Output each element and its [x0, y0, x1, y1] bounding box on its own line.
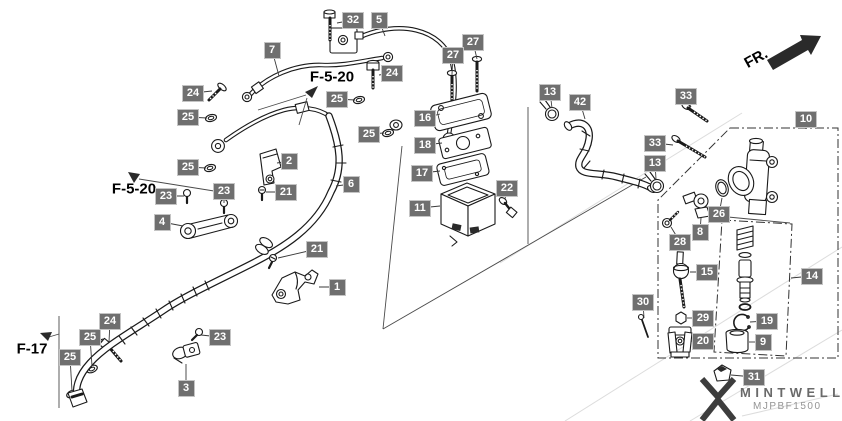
screw-22-drawing	[498, 197, 518, 219]
joint-block-drawing	[329, 27, 364, 54]
callout-25: 25	[79, 328, 101, 346]
callout-8: 8	[691, 223, 709, 241]
brand-watermark-text: MINTWELL	[740, 385, 842, 400]
callout-14: 14	[801, 267, 823, 285]
callout-24: 24	[381, 64, 403, 82]
callout-25: 25	[326, 90, 348, 108]
callout-18: 18	[414, 136, 436, 154]
callout-27: 27	[442, 46, 464, 64]
oil-bolt-24-top	[366, 59, 380, 90]
figure-ref-0-f-5-20: F-5-20	[309, 68, 355, 86]
callout-2: 2	[280, 152, 298, 170]
nut-29-drawing	[675, 311, 687, 325]
callout-13: 13	[644, 154, 666, 172]
screw-21-lower	[267, 253, 278, 270]
callout-32: 32	[342, 11, 364, 29]
oil-bolt-24-left	[207, 82, 227, 102]
callout-24: 24	[182, 84, 204, 102]
fr-direction-arrow	[767, 35, 821, 70]
joint-part-2-drawing	[259, 148, 282, 186]
callout-27: 27	[462, 33, 484, 51]
callout-17: 17	[411, 164, 433, 182]
bolt-32-drawing	[323, 9, 336, 42]
callout-15: 15	[696, 263, 718, 281]
assembly-box-10	[657, 127, 839, 359]
callout-11: 11	[409, 199, 431, 217]
circlip-19-drawing	[733, 313, 751, 332]
callout-5: 5	[370, 11, 388, 29]
callout-21: 21	[306, 240, 328, 258]
boot-9-drawing	[725, 328, 749, 354]
diaphragm-17-drawing	[436, 153, 490, 186]
watermark-lines	[499, 112, 842, 421]
figure-ref-2-f-17: F-17	[16, 340, 48, 358]
master-cylinder-10-drawing	[727, 137, 779, 216]
callout-10: 10	[795, 110, 817, 128]
reservoir-body-11-drawing	[440, 182, 496, 247]
reservoir-cap-16-drawing	[430, 92, 492, 132]
hose-clamps-13-drawing	[539, 99, 665, 194]
main-brake-hose-6-drawing	[67, 101, 347, 408]
callout-42: 42	[569, 93, 591, 111]
callout-25: 25	[177, 108, 199, 126]
callout-30: 30	[632, 293, 654, 311]
callout-21: 21	[275, 183, 297, 201]
clip-31-drawing	[713, 364, 732, 382]
cotter-pin-30-drawing	[637, 313, 649, 338]
screws-23	[182, 188, 229, 342]
callout-31: 31	[743, 368, 765, 386]
spring-drawing	[736, 225, 754, 258]
callout-3: 3	[177, 379, 195, 397]
bolt-28-drawing	[661, 210, 680, 229]
bolts-33-drawing	[671, 101, 709, 159]
callout-28: 28	[669, 233, 691, 251]
callout-23: 23	[155, 187, 177, 205]
valve-piston-drawing	[736, 259, 754, 311]
push-rod-15-drawing	[672, 251, 690, 309]
stay-bracket-1-drawing	[271, 269, 319, 305]
callout-6: 6	[342, 175, 360, 193]
locator-lines	[382, 107, 647, 330]
callout-19: 19	[756, 312, 778, 330]
callout-33: 33	[675, 87, 697, 105]
figure-ref-1-f-5-20: F-5-20	[111, 180, 157, 198]
callout-7: 7	[263, 41, 281, 59]
kit-box-14	[713, 219, 793, 357]
brake-pipe-7-drawing	[241, 51, 394, 103]
brand-logo-icon	[699, 377, 737, 421]
callout-25: 25	[358, 125, 380, 143]
callout-9: 9	[754, 333, 772, 351]
callout-23: 23	[213, 182, 235, 200]
callout-25: 25	[177, 158, 199, 176]
joint-8-drawing	[682, 191, 711, 219]
torque-link-4-drawing	[179, 213, 239, 240]
callout-29: 29	[692, 309, 714, 327]
callout-26: 26	[708, 205, 730, 223]
callout-20: 20	[692, 332, 714, 350]
set-plate-18-drawing	[438, 126, 492, 160]
clevis-joint-20-drawing	[667, 326, 693, 358]
o-ring-26-drawing	[715, 179, 729, 197]
callout-4: 4	[153, 213, 171, 231]
callout-13: 13	[539, 83, 561, 101]
callout-25: 25	[59, 348, 81, 366]
callout-16: 16	[414, 109, 436, 127]
callout-24: 24	[99, 312, 121, 330]
callout-22: 22	[496, 179, 518, 197]
callout-33: 33	[644, 134, 666, 152]
hose-clamp-3-drawing	[172, 342, 201, 364]
callout-23: 23	[209, 328, 231, 346]
callout-1: 1	[328, 278, 346, 296]
part-code-text: MJPBF1500	[753, 401, 822, 412]
screw-21-upper	[257, 185, 267, 202]
